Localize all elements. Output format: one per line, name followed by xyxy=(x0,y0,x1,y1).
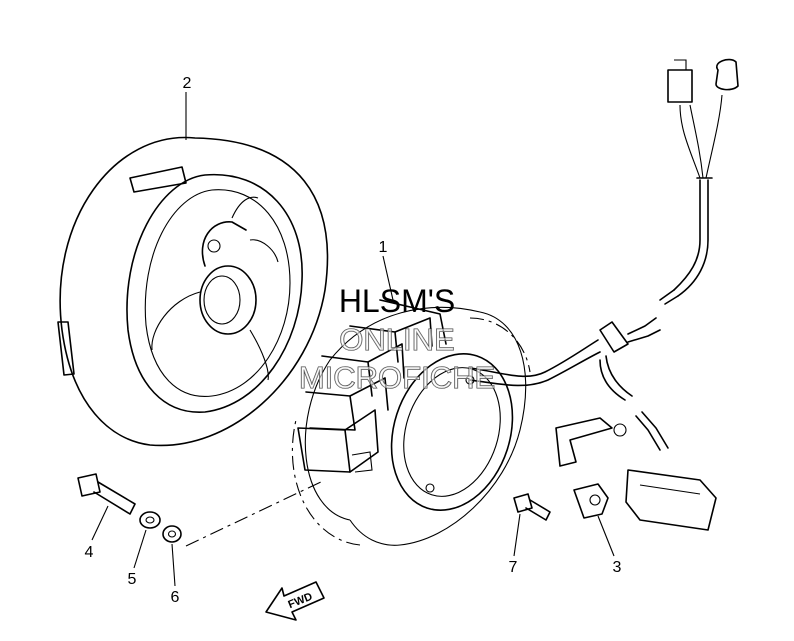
watermark-line-3: MICROFICHE xyxy=(299,360,495,395)
callout-4: 4 xyxy=(85,544,94,561)
callout-6: 6 xyxy=(171,589,180,606)
callout-leaders xyxy=(91,92,615,587)
callout-2: 2 xyxy=(183,75,192,92)
wire-harness xyxy=(469,58,739,451)
stator-assembly xyxy=(291,299,531,546)
callout-numbers: 2 1 4 5 6 7 3 xyxy=(85,75,622,606)
fasteners xyxy=(77,473,551,547)
watermark-line-1: HLSM'S xyxy=(339,283,455,319)
rotor-assembly xyxy=(57,136,329,447)
callout-7: 7 xyxy=(509,559,518,576)
pickup-coil xyxy=(555,417,717,531)
watermark-line-2: ONLINE xyxy=(339,322,454,357)
callout-5: 5 xyxy=(128,571,137,588)
fwd-arrow-icon: FWD xyxy=(265,581,325,621)
watermark: HLSM'S ONLINE MICROFICHE xyxy=(298,283,495,396)
callout-3: 3 xyxy=(613,559,622,576)
callout-1: 1 xyxy=(379,239,388,256)
